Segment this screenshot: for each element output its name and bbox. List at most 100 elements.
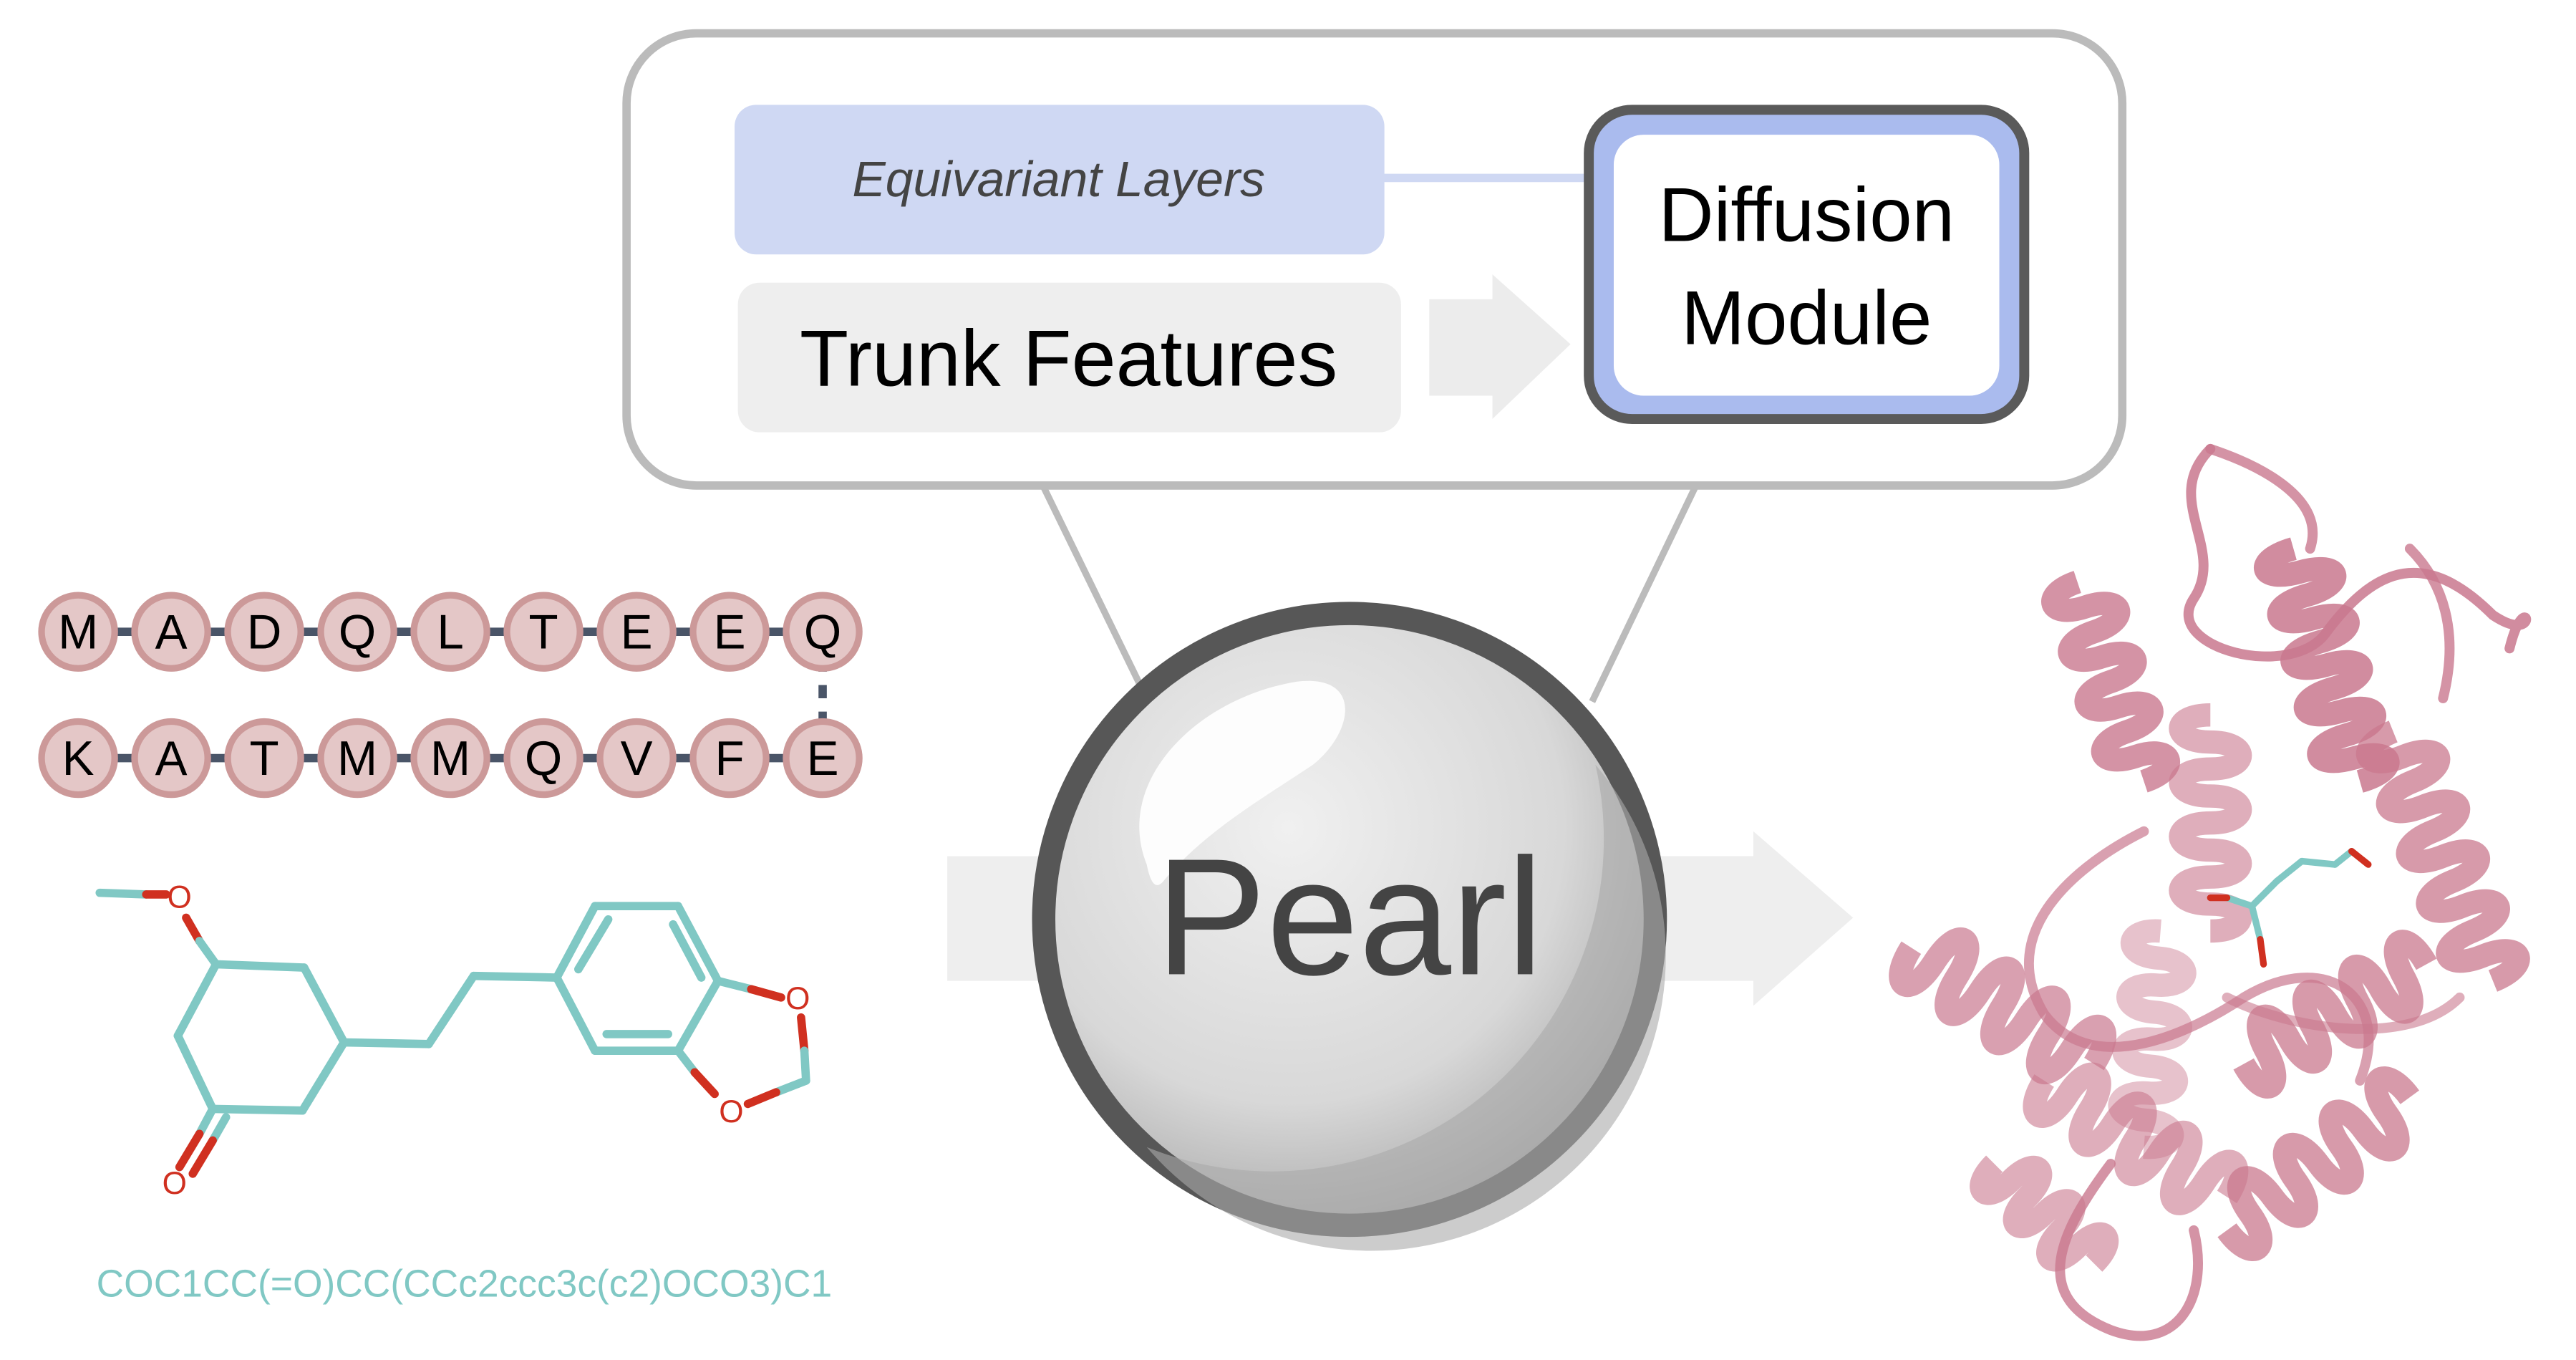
residue-label: T — [250, 732, 279, 786]
protein-helix — [2254, 537, 2400, 793]
residue-circle — [224, 592, 304, 672]
oxygen-atom-label: O — [719, 1094, 743, 1129]
residue-circle — [410, 718, 490, 799]
diffusion-module-block: Diffusion Module — [1584, 105, 2030, 425]
ligand-bond — [208, 1113, 231, 1145]
residue-label: E — [807, 732, 839, 786]
residue-label: E — [621, 605, 653, 659]
trunk-to-diffusion-arrow — [1429, 274, 1571, 420]
ligand-bond — [339, 1038, 433, 1048]
oxygen-atom-label: O — [168, 880, 192, 915]
residue-circle — [596, 718, 677, 799]
residue-circle — [131, 592, 211, 672]
residue-label: Q — [339, 605, 376, 659]
trunk-features-block: Trunk Features — [737, 282, 1401, 433]
protein-helix — [2169, 703, 2252, 943]
pearl-label: Pearl — [1156, 824, 1544, 1010]
diffusion-module-label-line2: Module — [1681, 275, 1932, 361]
protein-helix — [2355, 720, 2530, 992]
bound-ligand-bond — [2298, 857, 2339, 868]
residue-label: M — [58, 605, 98, 659]
bound-ligand-bond — [2331, 847, 2355, 868]
ligand-bond — [674, 902, 722, 985]
bound-ligand-bond — [2248, 902, 2264, 943]
pearl-shadow — [1146, 764, 1666, 1251]
residue-circle — [38, 592, 118, 672]
ligand-structure: O O O O — [95, 880, 810, 1201]
protein-helix — [2108, 919, 2197, 1159]
protein-helix — [2023, 1062, 2249, 1215]
ligand-bond — [674, 976, 722, 1055]
ligand-bond — [182, 913, 204, 945]
residue-circle — [689, 592, 770, 672]
pearl-model: Pearl — [1032, 602, 1667, 1251]
ligand-bond — [469, 971, 561, 982]
residue-label: D — [247, 605, 282, 659]
bound-ligand-bond — [2257, 935, 2267, 968]
residue-label: M — [430, 732, 470, 786]
ligand-bond — [690, 1068, 719, 1099]
residue-label: K — [62, 732, 95, 786]
residue-label: A — [155, 605, 188, 659]
bound-ligand-bond — [2273, 857, 2305, 885]
residue-label: E — [714, 605, 746, 659]
bound-ligand-bond — [2223, 894, 2255, 910]
residue-circle — [689, 718, 770, 799]
protein-helix — [2233, 930, 2437, 1099]
zoom-line-right — [1589, 486, 1698, 703]
residue-label: A — [155, 732, 188, 786]
oxygen-atom-label: O — [163, 1166, 187, 1201]
oxygen-atom-label: O — [785, 981, 810, 1016]
residue-circle — [503, 718, 584, 799]
zoom-line-left — [1040, 486, 1143, 687]
protein-helix — [1970, 1155, 2119, 1272]
residue-label: V — [621, 732, 653, 786]
residue-label: M — [337, 732, 377, 786]
equivariant-layers-block: Equivariant Layers — [735, 105, 1385, 255]
residue-circle — [317, 592, 397, 672]
diffusion-module-label-line1: Diffusion — [1659, 172, 1955, 258]
ligand-bond — [552, 973, 599, 1055]
bound-ligand-bond — [2348, 847, 2372, 868]
ligand-bond — [552, 902, 599, 982]
residue-circle — [224, 718, 304, 799]
protein-helix — [2041, 571, 2180, 793]
protein-helix — [2217, 1066, 2419, 1261]
residue-circle — [503, 592, 584, 672]
output-arrow — [1604, 831, 1854, 1006]
predicted-protein-structure — [1889, 443, 2532, 1341]
ligand-bond — [195, 1104, 217, 1139]
ligand-bond — [195, 937, 221, 969]
ligand-bond — [208, 1104, 307, 1115]
ligand-bond — [173, 960, 221, 1041]
residue-label: Q — [804, 605, 841, 659]
trunk-features-label: Trunk Features — [800, 314, 1337, 403]
ligand-bond — [188, 1136, 217, 1178]
residue-label: T — [529, 605, 558, 659]
ligand-bond — [743, 1088, 780, 1109]
ligand-bond — [747, 985, 785, 1002]
ligand-bond — [425, 971, 478, 1048]
ligand-bond — [211, 960, 309, 972]
residue-label: L — [437, 605, 463, 659]
architecture-panel: Equivariant Layers Trunk Features Diffus… — [622, 29, 2127, 490]
pearl-highlight-icon — [1139, 680, 1345, 885]
ligand-smiles: COC1CC(=O)CC(CCc2ccc3c(c2)OCO3)C1 — [97, 1263, 833, 1306]
residue-circle — [410, 592, 490, 672]
residue-circle — [596, 592, 677, 672]
ligand-bond — [95, 888, 151, 899]
residue-circle — [317, 718, 397, 799]
residue-circle — [131, 718, 211, 799]
ligand-bond — [298, 1038, 349, 1115]
protein-helix — [1889, 927, 2117, 1084]
ligand-bond — [800, 1046, 810, 1085]
ligand-bond — [299, 963, 349, 1047]
ligand-bond — [674, 1046, 699, 1077]
bound-ligand-bond — [2248, 877, 2280, 910]
residue-circle — [38, 718, 118, 799]
ligand-bond — [669, 920, 706, 982]
ligand-bond — [713, 976, 756, 994]
protein-loop — [2205, 443, 2455, 703]
